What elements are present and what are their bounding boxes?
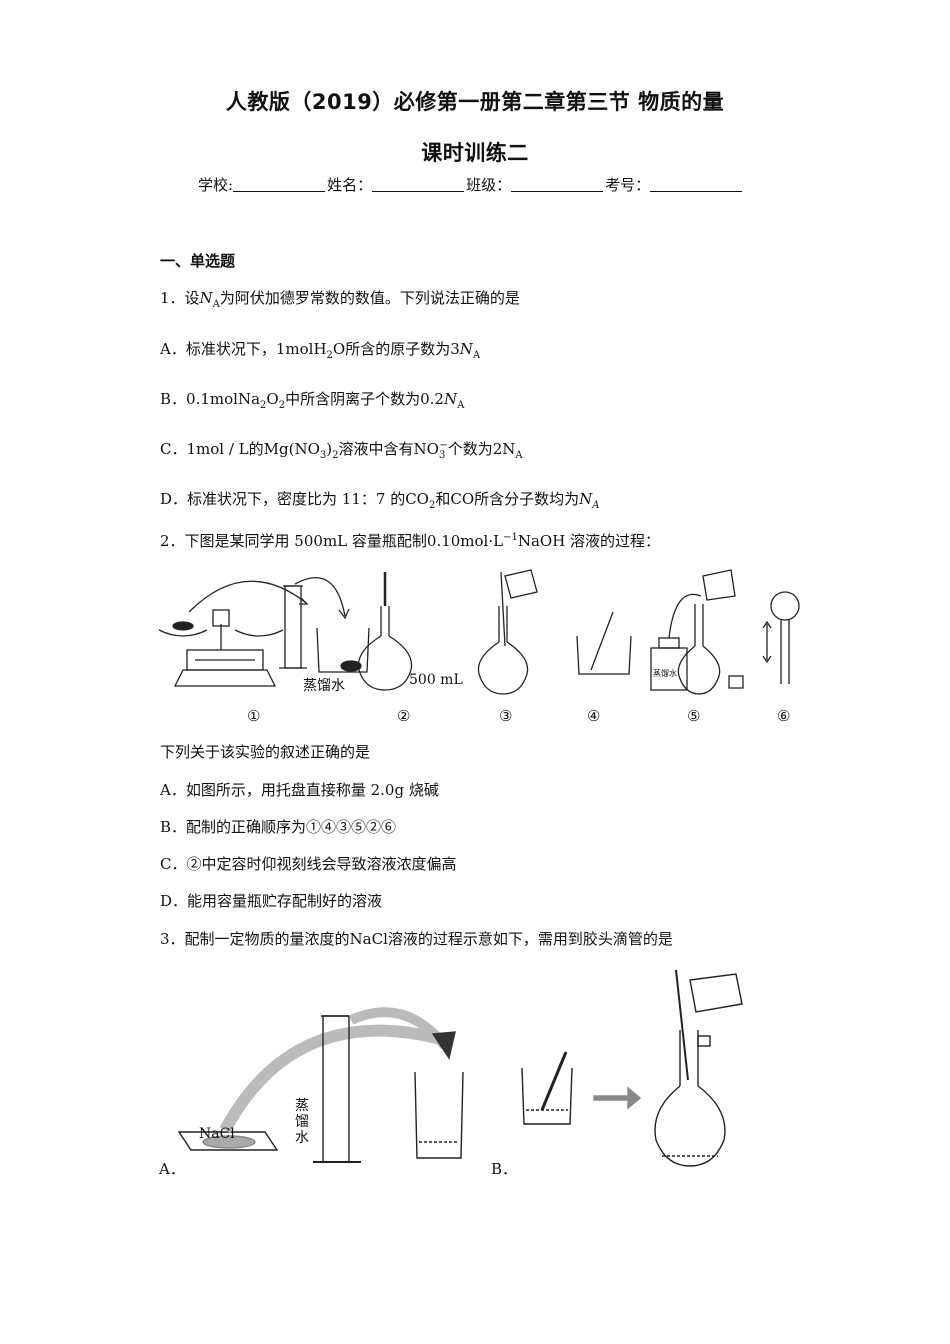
q1-option-c: C．1mol / L的Mg(NO3)2溶液中含有NO3−个数为2NA xyxy=(160,440,523,461)
step-label-1: ① xyxy=(247,707,260,725)
student-info-row: 学校: 姓名： 班级： 考号： xyxy=(198,174,744,195)
q1-stem: 1．设NA为阿伏加德罗常数的数值。下列说法正确的是 xyxy=(160,289,520,310)
stirring-beaker-icon xyxy=(576,611,632,675)
rinse-flask-icon xyxy=(677,569,744,695)
beaker-icon xyxy=(316,627,370,673)
q2-option-b: B．配制的正确顺序为①④③⑤②⑥ xyxy=(160,818,397,836)
graduated-cylinder-icon xyxy=(279,585,307,669)
inverting-flask-icon xyxy=(762,591,800,684)
transfer-arrow-1 xyxy=(188,580,306,613)
pouring-flask-icon xyxy=(477,569,538,695)
option-a-label: A． xyxy=(158,1160,185,1178)
q2-stem: 2．下图是某同学用 500mL 容量瓶配制0.10mol·L−1NaOH 溶液的… xyxy=(160,532,661,550)
volumetric-flask-icon xyxy=(654,969,743,1167)
beaker-icon xyxy=(414,1071,464,1159)
transfer-arrow-a xyxy=(219,1024,447,1133)
transfer-arrow-2 xyxy=(294,576,346,617)
water-char-1: 蒸 xyxy=(295,1098,309,1114)
q1-option-a: A．标准状况下，1molH2O所含的原子数为3NA xyxy=(160,340,481,361)
option-b-label: B． xyxy=(491,1160,517,1178)
school-label: 学校: xyxy=(198,176,234,194)
water-label: 蒸馏水 xyxy=(303,678,345,694)
q1-option-d: D．标准状况下，密度比为 11：7 的CO2和CO所含分子数均为NA xyxy=(160,490,600,511)
graduated-cylinder-icon xyxy=(313,1015,361,1163)
q3-figure-b xyxy=(521,969,743,1167)
water-char-2: 馏 xyxy=(295,1114,309,1130)
step-label-4: ④ xyxy=(587,707,600,725)
name-blank[interactable] xyxy=(372,177,465,192)
step-label-5: ⑤ xyxy=(687,707,700,725)
dissolving-beaker-icon xyxy=(521,1051,573,1125)
q3-stem: 3．配制一定物质的量浓度的NaCl溶液的过程示意如下，需用到胶头滴管的是 xyxy=(160,930,673,948)
step-label-6: ⑥ xyxy=(777,707,790,725)
school-blank[interactable] xyxy=(233,177,326,192)
exam-number-label: 考号： xyxy=(605,176,651,194)
wash-bottle-icon xyxy=(650,593,702,691)
balance-icon xyxy=(158,609,284,687)
q3-figure-a: NaCl 蒸 馏 水 A． B． xyxy=(158,1007,517,1178)
q2-procedure-figure: 蒸馏水 500 mL 蒸馏水 ① ② ③ ④ ⑤ ⑥ xyxy=(158,569,800,725)
volumetric-flask-icon xyxy=(357,572,413,691)
weighing-paper-icon xyxy=(177,1131,279,1151)
class-blank[interactable] xyxy=(511,177,604,192)
q1-option-b: B．0.1molNa2O2中所含阴离子个数为0.2NA xyxy=(160,390,465,411)
step-label-3: ③ xyxy=(499,707,512,725)
class-label: 班级： xyxy=(466,176,512,194)
q2-option-a: A．如图所示，用托盘直接称量 2.0g 烧碱 xyxy=(160,781,439,799)
name-label: 姓名： xyxy=(327,176,373,194)
exam-number-blank[interactable] xyxy=(650,177,743,192)
flask-volume-label: 500 mL xyxy=(409,672,463,688)
nacl-label: NaCl xyxy=(199,1126,235,1142)
page-title: 人教版（2019）必修第一册第二章第三节 物质的量 xyxy=(225,90,725,114)
q2-option-c: C．②中定容时仰视刻线会导致溶液浓度偏高 xyxy=(160,855,457,873)
page-subtitle: 课时训练二 xyxy=(421,141,529,165)
section-heading: 一、单选题 xyxy=(160,252,236,270)
step-label-2: ② xyxy=(397,707,410,725)
arrow-icon xyxy=(593,1086,642,1110)
q2-lead: 下列关于该实验的叙述正确的是 xyxy=(160,743,371,761)
bottle-label: 蒸馏水 xyxy=(653,668,677,678)
q2-option-d: D．能用容量瓶贮存配制好的溶液 xyxy=(160,892,383,910)
water-char-3: 水 xyxy=(295,1130,309,1146)
